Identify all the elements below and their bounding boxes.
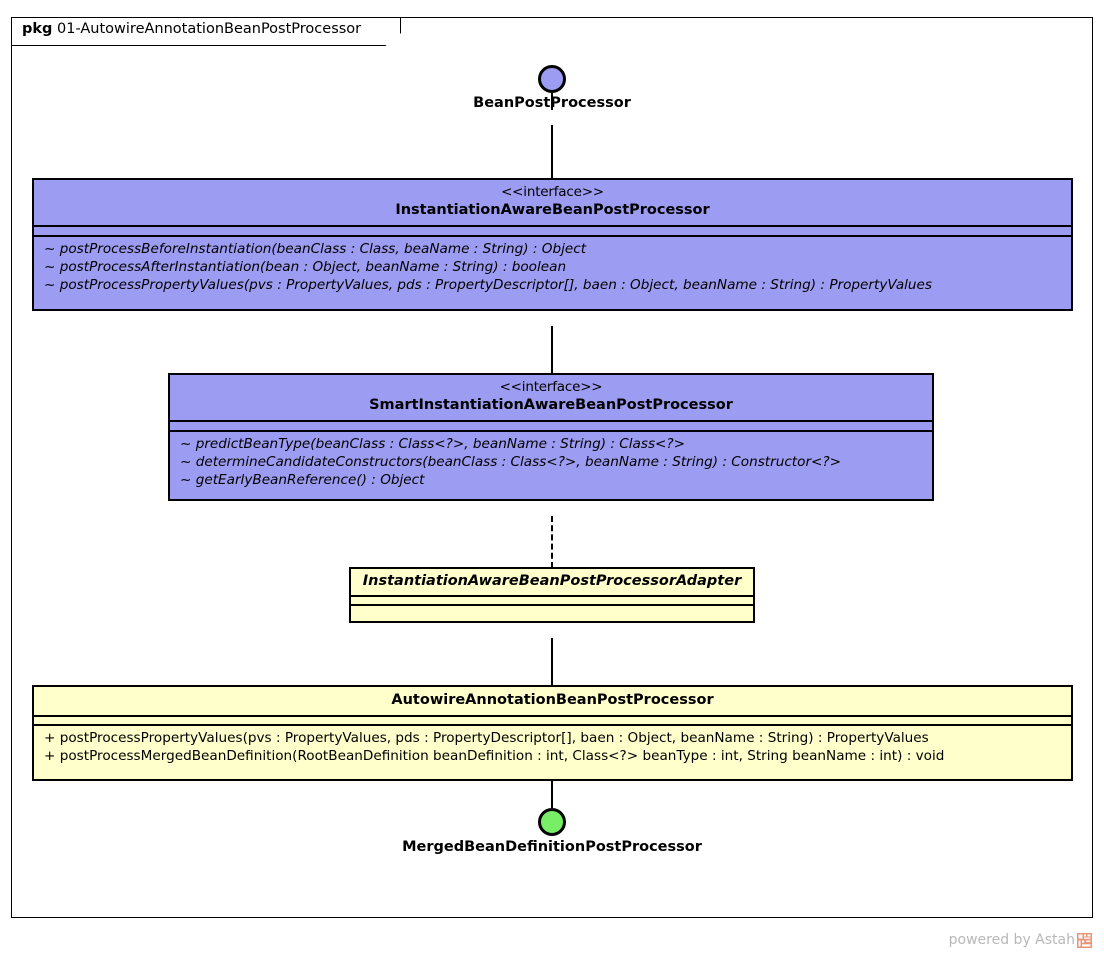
operation-row: ~ determineCandidateConstructors(beanCla… <box>180 454 842 471</box>
operation-row: ~ postProcessPropertyValues(pvs : Proper… <box>44 277 932 294</box>
class-title: <<interface>> SmartInstantiationAwareBea… <box>170 375 932 420</box>
connector-autowire-to-mergedbeandefinition <box>551 781 553 808</box>
attributes-separator <box>170 429 932 432</box>
attributes-compartment <box>34 227 1071 235</box>
title-separator <box>34 224 1071 227</box>
operation-row: + postProcessMergedBeanDefinition(RootBe… <box>44 747 945 764</box>
bottom-interface-label: MergedBeanDefinitionPostProcessor <box>402 839 702 855</box>
title-separator <box>170 419 932 422</box>
attributes-compartment <box>34 717 1071 724</box>
class-box-smartinstantiationawarebeanpostprocessor[interactable]: <<interface>> SmartInstantiationAwareBea… <box>168 373 934 501</box>
class-title: <<interface>> InstantiationAwareBeanPost… <box>34 180 1071 225</box>
package-label: pkg 01-AutowireAnnotationBeanPostProcess… <box>22 21 361 37</box>
class-name: InstantiationAwareBeanPostProcessorAdapt… <box>362 573 742 589</box>
operation-row: ~ getEarlyBeanReference() : Object <box>180 472 425 489</box>
class-title: InstantiationAwareBeanPostProcessorAdapt… <box>351 569 753 595</box>
class-stereotype: <<interface>> <box>499 379 603 395</box>
operations-compartment: ~ postProcessBeforeInstantiation(beanCla… <box>34 237 1071 299</box>
package-tab <box>11 17 401 46</box>
class-box-instantiationawarebeanpostprocessor[interactable]: <<interface>> InstantiationAwareBeanPost… <box>32 178 1073 311</box>
lollipop-interface-icon-bottom <box>538 808 566 836</box>
operation-row: ~ postProcessAfterInstantiation(bean : O… <box>44 259 567 276</box>
class-box-autowireannotationbeanpostprocessor[interactable]: AutowireAnnotationBeanPostProcessor + po… <box>32 685 1073 781</box>
astah-watermark: powered by Astah <box>949 932 1092 948</box>
package-name: 01-AutowireAnnotationBeanPostProcessor <box>57 21 362 37</box>
class-name: InstantiationAwareBeanPostProcessor <box>395 202 710 219</box>
package-keyword: pkg <box>22 21 53 37</box>
connector-beanpostprocessor-stub <box>551 93 553 110</box>
package-frame <box>11 17 1093 918</box>
title-separator <box>351 594 753 597</box>
connector-autowire-to-adapter <box>551 638 553 686</box>
astah-logo-icon <box>1077 932 1092 948</box>
class-name: SmartInstantiationAwareBeanPostProcessor <box>369 397 733 414</box>
operations-compartment <box>351 606 753 616</box>
operation-row: + postProcessPropertyValues(pvs : Proper… <box>44 729 929 746</box>
attributes-separator <box>351 603 753 606</box>
class-box-instantiationawarebeanpostprocessoradapter[interactable]: InstantiationAwareBeanPostProcessorAdapt… <box>349 567 755 623</box>
connector-box1-to-beanpostprocessor <box>551 125 553 179</box>
lollipop-interface-icon-top <box>538 65 566 93</box>
class-stereotype: <<interface>> <box>501 184 604 200</box>
attributes-compartment <box>170 422 932 430</box>
watermark-text: powered by Astah <box>948 932 1075 948</box>
class-title: AutowireAnnotationBeanPostProcessor <box>34 687 1071 715</box>
operations-compartment: + postProcessPropertyValues(pvs : Proper… <box>34 726 1071 769</box>
connector-box2-to-box1 <box>551 326 553 374</box>
class-name: AutowireAnnotationBeanPostProcessor <box>391 692 714 708</box>
operations-compartment: ~ predictBeanType(beanClass : Class<?>, … <box>170 432 932 494</box>
title-separator <box>34 714 1071 717</box>
attributes-compartment <box>351 597 753 604</box>
attributes-separator <box>34 234 1071 237</box>
operation-row: ~ postProcessBeforeInstantiation(beanCla… <box>44 240 587 257</box>
attributes-separator <box>34 723 1071 726</box>
operation-row: ~ predictBeanType(beanClass : Class<?>, … <box>180 435 686 452</box>
connector-adapter-to-box2-dashed <box>551 516 553 568</box>
